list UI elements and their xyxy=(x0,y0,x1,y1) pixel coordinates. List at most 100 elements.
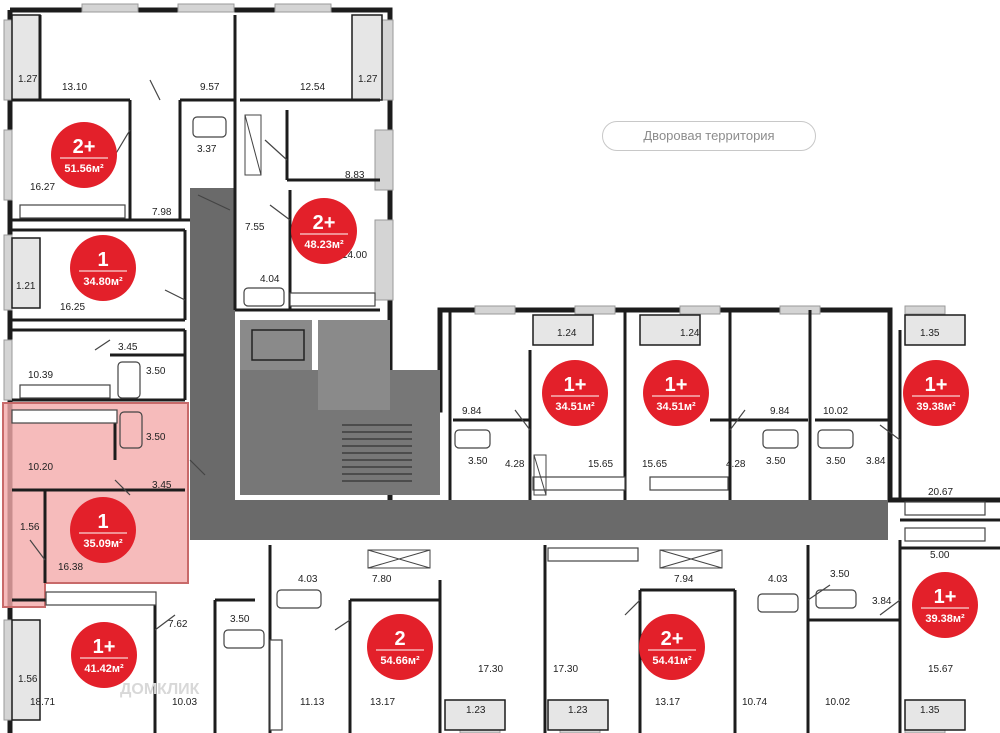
room-area-label: 11.13 xyxy=(300,697,325,708)
apartment-badge[interactable]: 2+54.41м² xyxy=(639,614,705,680)
room-area-label: 9.84 xyxy=(770,406,790,417)
room-area-label: 1.56 xyxy=(20,522,40,533)
courtyard-label: Дворовая территория xyxy=(602,121,816,151)
apartment-type: 2 xyxy=(394,628,405,650)
badge-circle xyxy=(291,198,357,264)
room-area-label: 3.50 xyxy=(230,614,250,625)
room-area-label: 1.27 xyxy=(358,74,378,85)
apartment-area: 48.23м² xyxy=(304,239,344,251)
room-area-label: 9.57 xyxy=(200,82,220,93)
bathtubs xyxy=(117,116,857,649)
badge-circle xyxy=(71,622,137,688)
watermark: ДОМКЛИК xyxy=(120,681,200,698)
room-area-label: 4.28 xyxy=(505,459,525,470)
room-area-label: 4.04 xyxy=(260,274,280,285)
room-area-label: 10.03 xyxy=(172,697,197,708)
room-area-label: 10.20 xyxy=(28,462,53,473)
apartment-area: 39.38м² xyxy=(925,613,965,625)
room-area-label: 13.17 xyxy=(370,697,395,708)
room-area-label: 13.10 xyxy=(62,82,87,93)
apartment-area: 35.09м² xyxy=(83,538,123,550)
apartment-area: 54.66м² xyxy=(380,655,420,667)
room-area-label: 8.83 xyxy=(345,170,365,181)
room-area-label: 3.50 xyxy=(766,456,786,467)
room-area-label: 17.30 xyxy=(478,664,503,675)
room-area-label: 3.37 xyxy=(197,144,217,155)
room-area-label: 7.62 xyxy=(168,619,188,630)
room-area-label: 1.24 xyxy=(557,328,577,339)
apartment-area: 41.42м² xyxy=(84,663,124,675)
room-area-label: 15.67 xyxy=(928,664,953,675)
apartment-badge[interactable]: 1 34.80м² xyxy=(70,235,136,301)
room-area-label: 17.30 xyxy=(553,664,578,675)
badge-circle xyxy=(639,614,705,680)
room-area-label: 10.39 xyxy=(28,370,53,381)
doors xyxy=(29,79,901,631)
badge-circle xyxy=(912,572,978,638)
badge-circle xyxy=(70,235,136,301)
room-area-label: 13.17 xyxy=(655,697,680,708)
apartment-type: 2+ xyxy=(73,136,96,158)
apartment-type: 1 xyxy=(97,249,108,271)
apartment-badge[interactable]: 2 54.66м² xyxy=(367,614,433,680)
room-area-label: 3.84 xyxy=(866,456,886,467)
badge-circle xyxy=(643,360,709,426)
apartment-badge[interactable]: 1 35.09м² xyxy=(70,497,136,563)
room-area-label: 18.71 xyxy=(30,697,55,708)
room-area-label: 16.38 xyxy=(58,562,83,573)
badge-circle xyxy=(70,497,136,563)
apartment-badge[interactable]: 1+ 41.42м² xyxy=(71,622,137,688)
room-area-label: 3.50 xyxy=(830,569,850,580)
room-area-label: 20.67 xyxy=(928,487,953,498)
room-area-label: 16.25 xyxy=(60,302,85,313)
badge-circle xyxy=(542,360,608,426)
room-area-label: 1.23 xyxy=(568,705,588,716)
room-area-label: 5.00 xyxy=(930,550,950,561)
room-area-label: 4.28 xyxy=(726,459,746,470)
apartment-area: 34.51м² xyxy=(656,401,696,413)
apartment-badges: 2+ 51.56м² 2+ 48.23м² 1 34.80м² 1 35.09м² 1+ 41.4… xyxy=(51,122,978,688)
apartment-badge[interactable]: 1+ 34.51м² xyxy=(643,360,709,426)
room-area-label: 10.02 xyxy=(825,697,850,708)
room-area-label: 16.27 xyxy=(30,182,55,193)
apartment-type: 1+ xyxy=(925,374,948,396)
room-area-label: 7.94 xyxy=(674,574,694,585)
room-area-label: 7.80 xyxy=(372,574,392,585)
apartment-badge[interactable]: 1+ 39.38м² xyxy=(903,360,969,426)
room-area-label: 3.45 xyxy=(152,480,172,491)
apartment-type: 2+ xyxy=(313,212,336,234)
apartment-type: 1 xyxy=(97,511,108,533)
room-area-label: 15.65 xyxy=(588,459,613,470)
room-area-label: 3.50 xyxy=(826,456,846,467)
room-area-label: 3.50 xyxy=(468,456,488,467)
built-in-wardrobes xyxy=(244,114,723,569)
room-area-label: 3.50 xyxy=(146,432,166,443)
apartment-badge[interactable]: 1+ 34.51м² xyxy=(542,360,608,426)
room-area-label: 3.84 xyxy=(872,596,892,607)
room-area-label: 4.03 xyxy=(298,574,318,585)
apartment-type: 1+ xyxy=(665,374,688,396)
apartment-area: 34.80м² xyxy=(83,276,123,288)
room-area-label: 12.54 xyxy=(300,82,325,93)
room-area-label: 3.45 xyxy=(118,342,138,353)
balconies xyxy=(11,14,966,731)
apartment-type: 1+ xyxy=(564,374,587,396)
apartment-badge[interactable]: 1+ 39.38м² xyxy=(912,572,978,638)
apartment-type: 1+ xyxy=(934,586,957,608)
apartment-type: 1+ xyxy=(93,636,116,658)
apartment-area: 54.41м² xyxy=(652,655,692,667)
apartment-area: 34.51м² xyxy=(555,401,595,413)
room-area-label: 10.02 xyxy=(823,406,848,417)
room-area-label: 4.03 xyxy=(768,574,788,585)
room-area-label: 9.84 xyxy=(462,406,482,417)
room-area-label: 10.74 xyxy=(742,697,767,708)
room-area-label: 1.27 xyxy=(18,74,38,85)
apartment-badge[interactable]: 2+ 48.23м² xyxy=(291,198,357,264)
apartment-area: 51.56м² xyxy=(64,163,104,175)
apartment-area: 39.38м² xyxy=(916,401,956,413)
room-area-label: 3.50 xyxy=(146,366,166,377)
interior-walls xyxy=(12,15,1000,733)
apartment-badge[interactable]: 2+ 51.56м² xyxy=(51,122,117,188)
